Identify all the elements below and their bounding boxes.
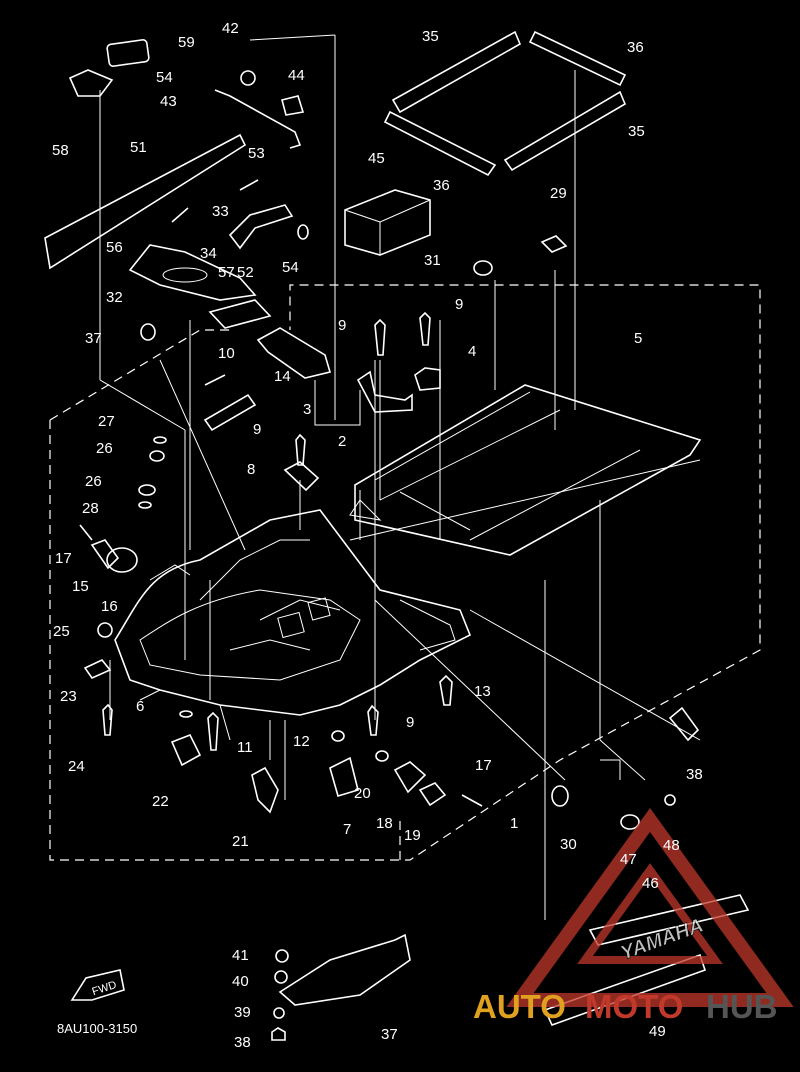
callout-37: 37: [85, 330, 102, 347]
callout-36-bottom: 36: [433, 177, 450, 194]
callout-47: 45: [368, 150, 385, 167]
callout-labels: 59 54 58 42 44 43 51 53 33 56 34 57 52 5…: [52, 20, 703, 1051]
callout-10: 10: [218, 345, 235, 362]
leader-lines: [99, 34, 701, 920]
callout-58: 57: [218, 264, 235, 281]
callout-16: 16: [101, 598, 118, 615]
callout-27: 27: [98, 413, 115, 430]
callout-22: 22: [152, 793, 169, 810]
callout-34: 34: [200, 245, 217, 262]
callout-9-d: 9: [406, 714, 414, 731]
callout-35-bottom: 35: [628, 123, 645, 140]
main-frame: [114, 509, 472, 741]
callout-42: 40: [232, 973, 249, 990]
callout-32: 32: [106, 289, 123, 306]
callout-25: 25: [53, 623, 70, 640]
callout-55: 54: [282, 259, 299, 276]
callout-33: 33: [212, 203, 229, 220]
seat-tray: [349, 384, 702, 556]
callout-15: 15: [72, 578, 89, 595]
callout-41: 39: [234, 1004, 251, 1021]
callout-46: 44: [288, 67, 305, 84]
callout-24: 24: [68, 758, 85, 775]
callout-30: 30: [560, 836, 577, 853]
callout-14: 14: [274, 368, 291, 385]
callout-51: 49: [649, 1023, 666, 1040]
callout-57: 56: [106, 239, 123, 256]
watermark-moto: MOTO: [585, 988, 683, 1025]
callout-8: 8: [247, 461, 255, 478]
callout-9-b: 9: [455, 296, 463, 313]
callout-54: 53: [248, 145, 265, 162]
callout-20: 20: [354, 785, 371, 802]
callout-43: 41: [232, 947, 249, 964]
watermark-auto: AUTO: [473, 988, 566, 1025]
callout-5: 5: [634, 330, 642, 347]
callout-59: 58: [52, 142, 69, 159]
callout-7: 7: [343, 821, 351, 838]
callout-44: 42: [222, 20, 239, 37]
callout-39: 37: [381, 1026, 398, 1043]
callout-2: 2: [338, 433, 346, 450]
callout-52: 51: [130, 139, 147, 156]
callout-49: 47: [620, 851, 637, 868]
callout-18: 18: [376, 815, 393, 832]
callout-31: 31: [424, 252, 441, 269]
callout-56: 54: [156, 69, 173, 86]
callout-23: 23: [60, 688, 77, 705]
callout-26-b: 26: [85, 473, 102, 490]
callout-6: 6: [136, 698, 144, 715]
callout-38: 38: [686, 766, 703, 783]
callout-13: 13: [474, 683, 491, 700]
callout-60: 59: [178, 34, 195, 51]
callout-50: 48: [663, 837, 680, 854]
watermark-hub: HUB: [706, 988, 778, 1025]
callout-9-a: 9: [338, 317, 346, 334]
callout-40: 38: [234, 1034, 251, 1051]
callout-29: 29: [550, 185, 567, 202]
watermark-text: AUTO MOTO HUB: [473, 988, 778, 1025]
callout-26-a: 26: [96, 440, 113, 457]
callout-19: 19: [404, 827, 421, 844]
callout-4: 4: [468, 343, 476, 360]
callout-12: 12: [293, 733, 310, 750]
assembly-boundary: [49, 284, 761, 861]
callout-35-top: 35: [422, 28, 439, 45]
callout-48: 46: [642, 875, 659, 892]
callout-9-c: 9: [253, 421, 261, 438]
callout-17-a: 17: [55, 550, 72, 567]
callout-45: 43: [160, 93, 177, 110]
callout-21: 21: [232, 833, 249, 850]
fwd-label: FWD: [91, 979, 119, 998]
callout-1: 1: [510, 815, 518, 832]
callout-17-b: 17: [475, 757, 492, 774]
callout-28: 28: [82, 500, 99, 517]
part-shapes: [44, 30, 750, 1041]
callout-36-top: 36: [627, 39, 644, 56]
callout-3: 3: [303, 401, 311, 418]
callout-11: 11: [237, 739, 253, 756]
callout-53: 52: [237, 264, 254, 281]
diagram-code: 8AU100-3150: [57, 1021, 137, 1036]
